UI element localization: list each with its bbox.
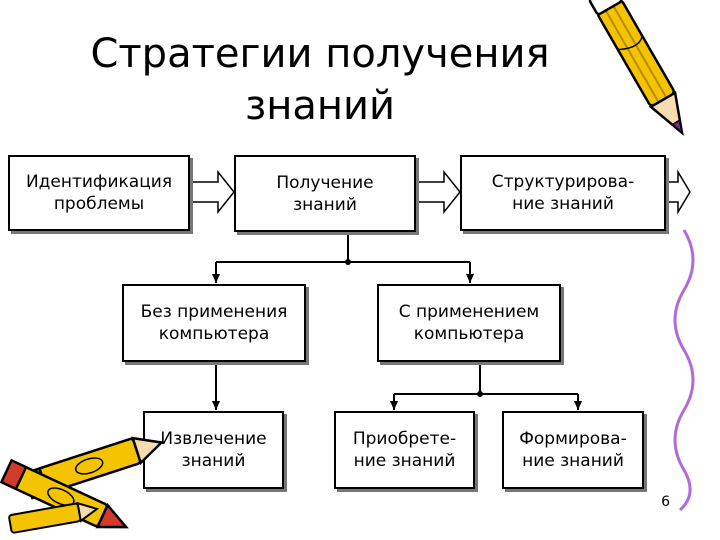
page-title: Стратегии получения знаний xyxy=(60,28,580,132)
box-label: Идентификация проблемы xyxy=(25,172,173,214)
block-arrow-2 xyxy=(415,169,461,215)
box-label: Формирова- ние знаний xyxy=(519,429,627,471)
branch-connector-top xyxy=(212,232,474,283)
page-number-text: 6 xyxy=(661,494,670,510)
page-number: 6 xyxy=(661,494,670,510)
block-arrow-3 xyxy=(665,169,691,215)
block-arrow-1 xyxy=(189,169,235,215)
box-knowledge-structuring: Структурирова- ние знаний xyxy=(460,155,666,231)
box-label: Извлечение знаний xyxy=(160,429,267,471)
box-label: Без применения компьютера xyxy=(140,302,288,344)
box-label: Структурирова- ние знаний xyxy=(491,172,635,214)
box-with-computer: С применением компьютера xyxy=(377,284,561,362)
page-title-text: Стратегии получения знаний xyxy=(90,31,550,129)
box-knowledge-acquisition: Получение знаний xyxy=(234,155,416,232)
box-knowledge-extraction: Извлечение знаний xyxy=(143,411,284,489)
box-label: С применением компьютера xyxy=(398,302,540,344)
branch-connector-bottom xyxy=(390,362,582,410)
box-label: Получение знаний xyxy=(276,172,374,215)
box-knowledge-forming: Формирова- ние знаний xyxy=(502,411,644,489)
box-without-computer: Без применения компьютера xyxy=(122,284,306,362)
box-problem-identification: Идентификация проблемы xyxy=(8,155,190,231)
junction-dot-top xyxy=(345,259,351,265)
junction-dot-bottom xyxy=(477,391,483,397)
box-label: Приобрете- ние знаний xyxy=(352,429,457,471)
box-knowledge-obtaining: Приобрете- ние знаний xyxy=(334,411,475,489)
